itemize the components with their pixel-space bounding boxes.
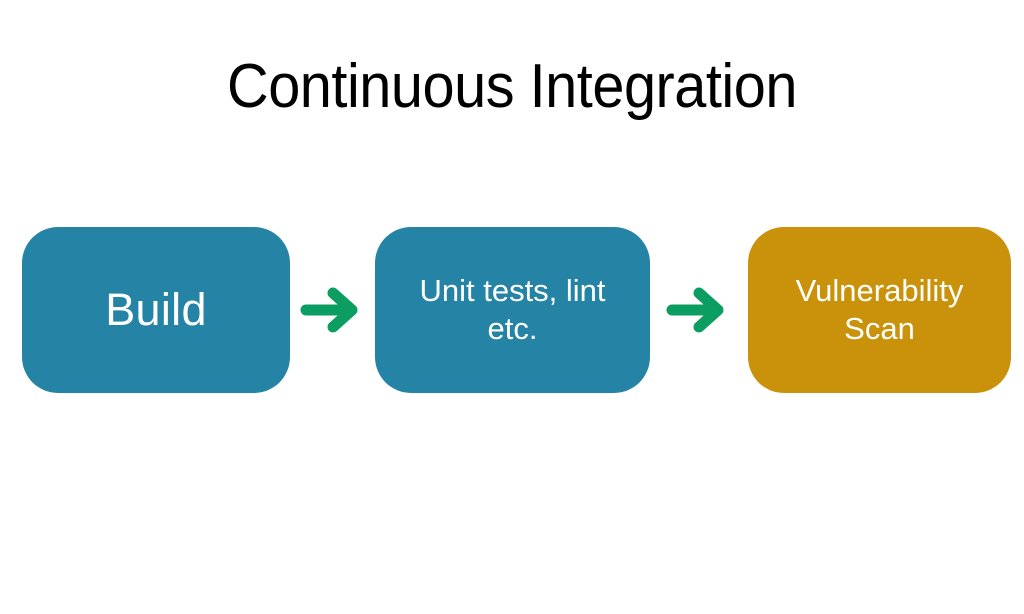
pipeline-flow: Build Unit tests, lint etc. — [0, 227, 1024, 393]
flow-node-tests[interactable]: Unit tests, lint etc. — [375, 227, 650, 393]
flow-node-build[interactable]: Build — [22, 227, 290, 393]
flow-node-tests-label: Unit tests, lint etc. — [419, 273, 606, 346]
arrow-right-icon — [300, 284, 362, 336]
flow-node-build-label: Build — [105, 284, 207, 335]
flow-node-vulnerability-scan-label: Vulnerability Scan — [795, 273, 964, 346]
flow-node-vulnerability-scan[interactable]: Vulnerability Scan — [748, 227, 1011, 393]
page-title: Continuous Integration — [227, 52, 797, 121]
arrow-right-icon — [666, 284, 728, 336]
